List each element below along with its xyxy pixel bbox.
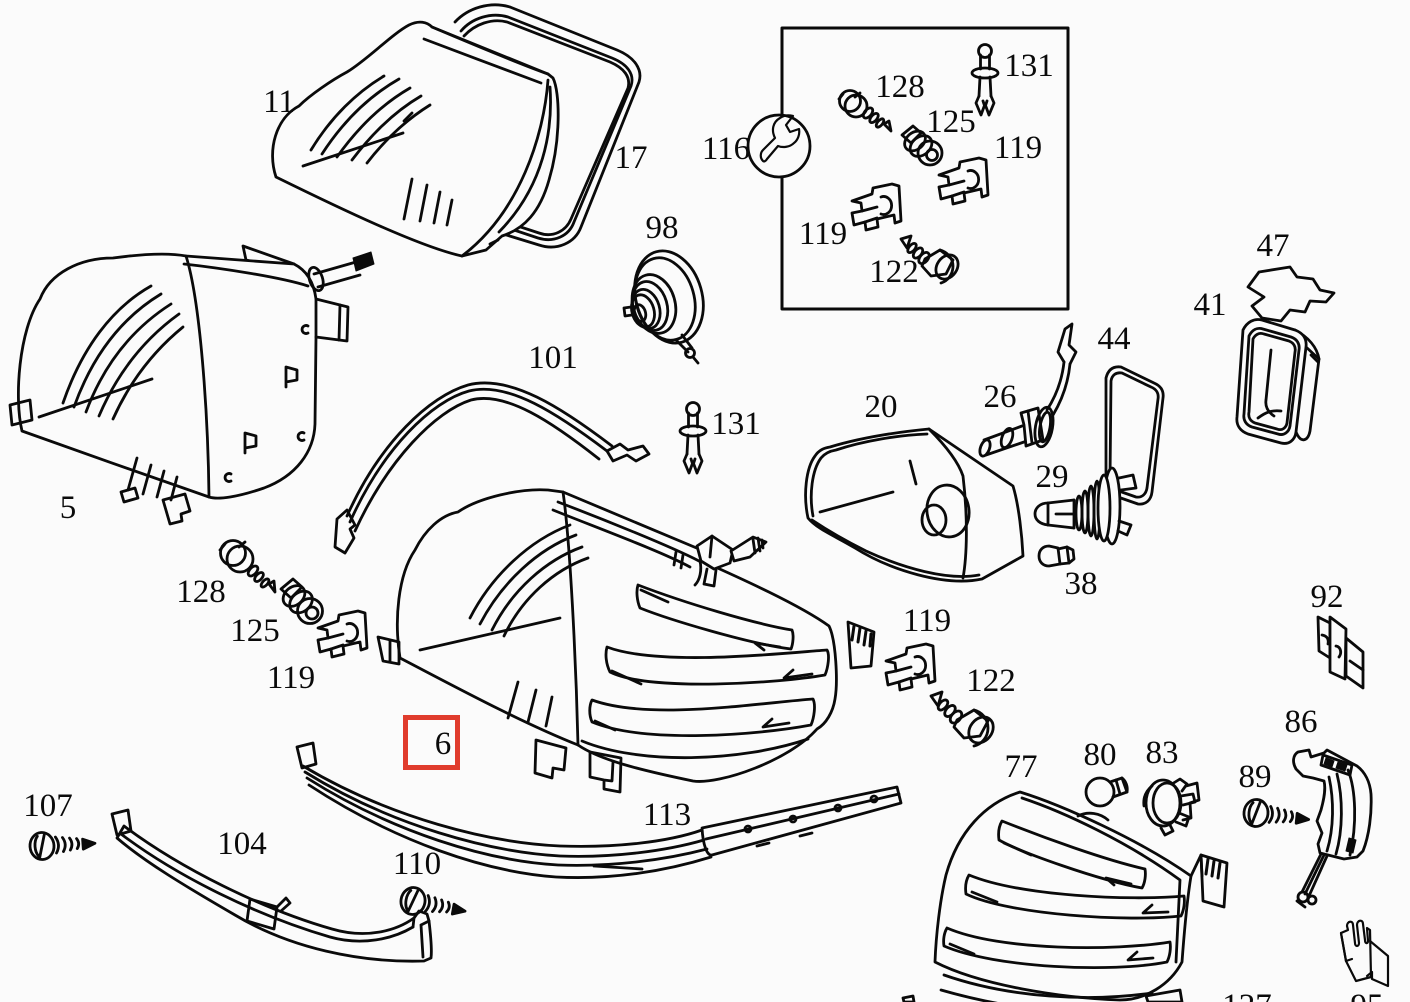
svg-text:29: 29: [1036, 459, 1069, 495]
svg-text:17: 17: [615, 140, 648, 176]
svg-text:113: 113: [643, 797, 691, 833]
svg-text:128: 128: [176, 574, 226, 610]
svg-text:11: 11: [263, 84, 295, 120]
svg-text:92: 92: [1311, 579, 1344, 615]
svg-text:5: 5: [60, 490, 77, 526]
svg-text:38: 38: [1065, 566, 1098, 602]
svg-text:83: 83: [1146, 735, 1179, 771]
svg-text:107: 107: [23, 788, 73, 824]
svg-text:95: 95: [1351, 988, 1384, 1002]
svg-text:104: 104: [217, 826, 267, 862]
svg-text:125: 125: [926, 104, 976, 140]
svg-text:44: 44: [1098, 321, 1131, 357]
svg-text:80: 80: [1084, 737, 1117, 773]
svg-text:86: 86: [1285, 704, 1318, 740]
svg-text:122: 122: [869, 254, 919, 290]
svg-text:20: 20: [865, 389, 898, 425]
svg-text:131: 131: [1004, 48, 1054, 84]
svg-text:101: 101: [528, 340, 578, 376]
svg-text:127: 127: [1222, 988, 1272, 1002]
svg-text:77: 77: [1005, 749, 1038, 785]
svg-text:98: 98: [646, 210, 679, 246]
svg-text:131: 131: [711, 406, 761, 442]
svg-text:47: 47: [1257, 228, 1290, 264]
svg-text:110: 110: [393, 846, 441, 882]
svg-text:119: 119: [267, 660, 315, 696]
svg-text:26: 26: [984, 379, 1017, 415]
svg-text:122: 122: [966, 663, 1016, 699]
svg-text:119: 119: [799, 216, 847, 252]
svg-text:41: 41: [1194, 287, 1227, 323]
svg-text:89: 89: [1239, 759, 1272, 795]
svg-text:119: 119: [903, 603, 951, 639]
svg-text:6: 6: [435, 726, 452, 762]
svg-text:119: 119: [994, 130, 1042, 166]
svg-text:116: 116: [702, 131, 750, 167]
svg-text:128: 128: [875, 69, 925, 105]
svg-text:125: 125: [230, 613, 280, 649]
